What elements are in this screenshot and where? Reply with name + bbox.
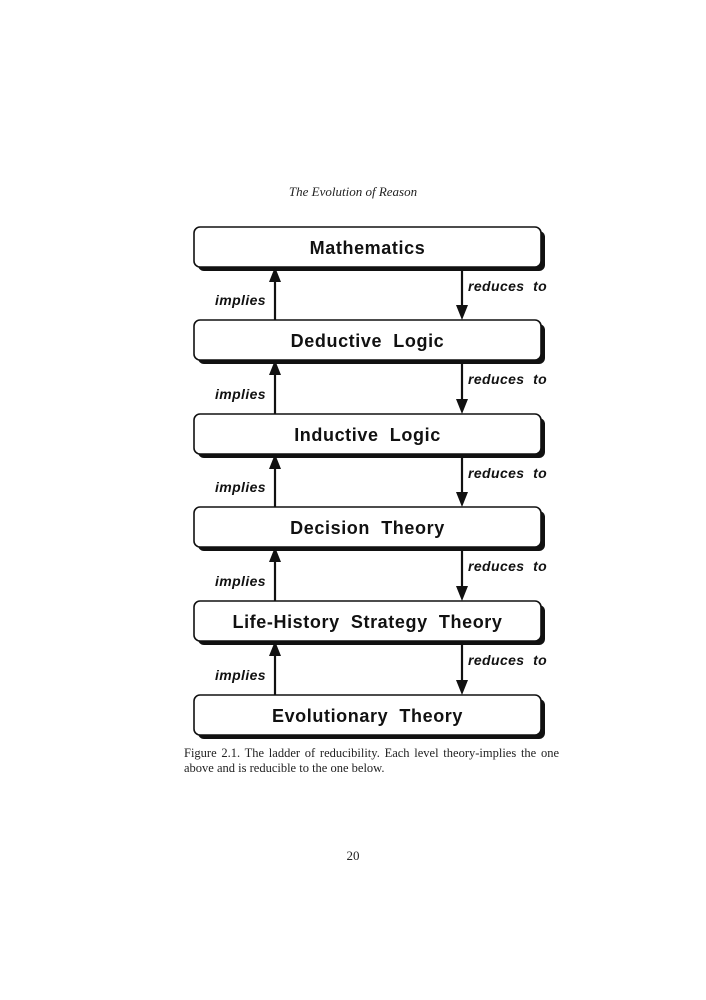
implies-arrow — [269, 360, 281, 414]
level-box-frame — [193, 413, 542, 455]
level-box: Inductive Logic — [193, 413, 545, 458]
implies-label: implies — [215, 573, 266, 589]
arrow-down-icon — [456, 305, 468, 320]
reduces-to-label: reduces to — [468, 371, 547, 387]
implies-arrow — [269, 641, 281, 695]
reduces-arrow — [456, 458, 468, 507]
implies-arrow — [269, 547, 281, 601]
implies-arrow — [269, 454, 281, 507]
reduces-to-label: reduces to — [468, 465, 547, 481]
reduces-arrow — [456, 645, 468, 695]
arrow-up-icon — [269, 360, 281, 375]
level-label: Inductive Logic — [294, 425, 441, 445]
arrow-up-icon — [269, 267, 281, 282]
level-box-frame — [193, 319, 542, 361]
implies-label: implies — [215, 386, 266, 402]
implies-label: implies — [215, 667, 266, 683]
implies-label: implies — [215, 292, 266, 308]
reduces-to-label: reduces to — [468, 278, 547, 294]
level-label: Deductive Logic — [291, 331, 445, 351]
arrow-up-icon — [269, 641, 281, 656]
arrow-down-icon — [456, 492, 468, 507]
figure-caption: Figure 2.1. The ladder of reducibility. … — [184, 746, 559, 775]
arrow-up-icon — [269, 454, 281, 469]
running-title: The Evolution of Reason — [288, 184, 418, 199]
level-label: Life-History Strategy Theory — [232, 612, 502, 632]
level-label: Mathematics — [310, 238, 426, 258]
reduces-arrow — [456, 271, 468, 320]
level-box: Life-History Strategy Theory — [193, 600, 545, 645]
reduces-arrow — [456, 551, 468, 601]
level-box-frame — [193, 600, 542, 642]
arrow-down-icon — [456, 399, 468, 414]
reduces-to-label: reduces to — [468, 558, 547, 574]
level-box: Mathematics — [193, 226, 545, 271]
arrow-down-icon — [456, 586, 468, 601]
reduces-to-label: reduces to — [468, 652, 547, 668]
level-box: Deductive Logic — [193, 319, 545, 364]
level-box: Evolutionary Theory — [193, 694, 545, 739]
level-label: Evolutionary Theory — [272, 706, 463, 726]
arrow-up-icon — [269, 547, 281, 562]
arrow-down-icon — [456, 680, 468, 695]
level-box-frame — [193, 226, 542, 268]
implies-label: implies — [215, 479, 266, 495]
level-box-frame — [193, 694, 542, 736]
implies-arrow — [269, 267, 281, 320]
level-box-frame — [193, 506, 542, 548]
reduces-arrow — [456, 364, 468, 414]
level-box: Decision Theory — [193, 506, 545, 551]
page-number: 20 — [346, 848, 360, 863]
level-label: Decision Theory — [290, 518, 445, 538]
